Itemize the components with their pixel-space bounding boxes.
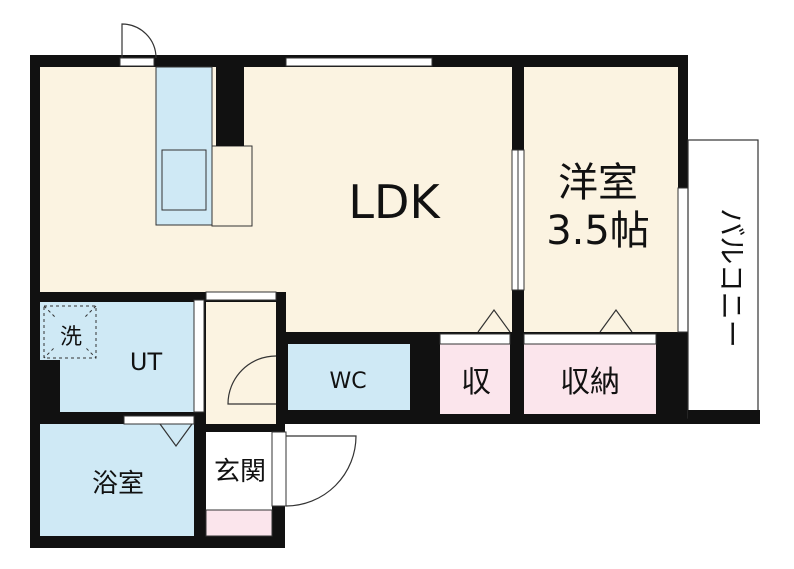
entrance-label: 玄関	[214, 457, 266, 487]
ldk-label: LDK	[348, 175, 441, 229]
bath-door-mark	[159, 423, 193, 448]
bathroom-floor	[40, 424, 194, 536]
kitchen-wall-post	[216, 60, 244, 146]
unit-label: UT	[130, 348, 163, 376]
washer-label-bg	[54, 318, 88, 348]
entrance-floor	[206, 432, 272, 510]
storage-floor	[440, 344, 510, 414]
top-door-swing	[121, 23, 157, 59]
balcony-window	[677, 187, 689, 333]
ldk-window	[285, 57, 433, 67]
closet-door-mark	[599, 308, 633, 333]
shoe-cabinet	[205, 509, 273, 537]
hallway-floor	[206, 302, 276, 424]
balcony-label: バルコニー	[715, 208, 748, 347]
kitchen-sink	[161, 149, 207, 211]
balcony	[687, 139, 759, 419]
toilet-label: WC	[329, 369, 366, 394]
storage-door-mark	[477, 308, 511, 333]
refrigerator-space	[211, 145, 253, 227]
hall-door-swing	[227, 355, 277, 405]
entrance-door-swing	[285, 435, 357, 507]
washer-label: 洗	[60, 325, 82, 350]
toilet-floor	[288, 344, 410, 410]
western-room-floor	[524, 67, 678, 332]
closet-floor	[524, 344, 656, 414]
western-room-name: 洋室	[558, 160, 638, 206]
storage-label: 収	[461, 365, 491, 400]
closet-label: 収納	[560, 365, 620, 400]
bathroom-label: 浴室	[92, 469, 144, 499]
western-room-size: 3.5帖	[546, 208, 650, 254]
